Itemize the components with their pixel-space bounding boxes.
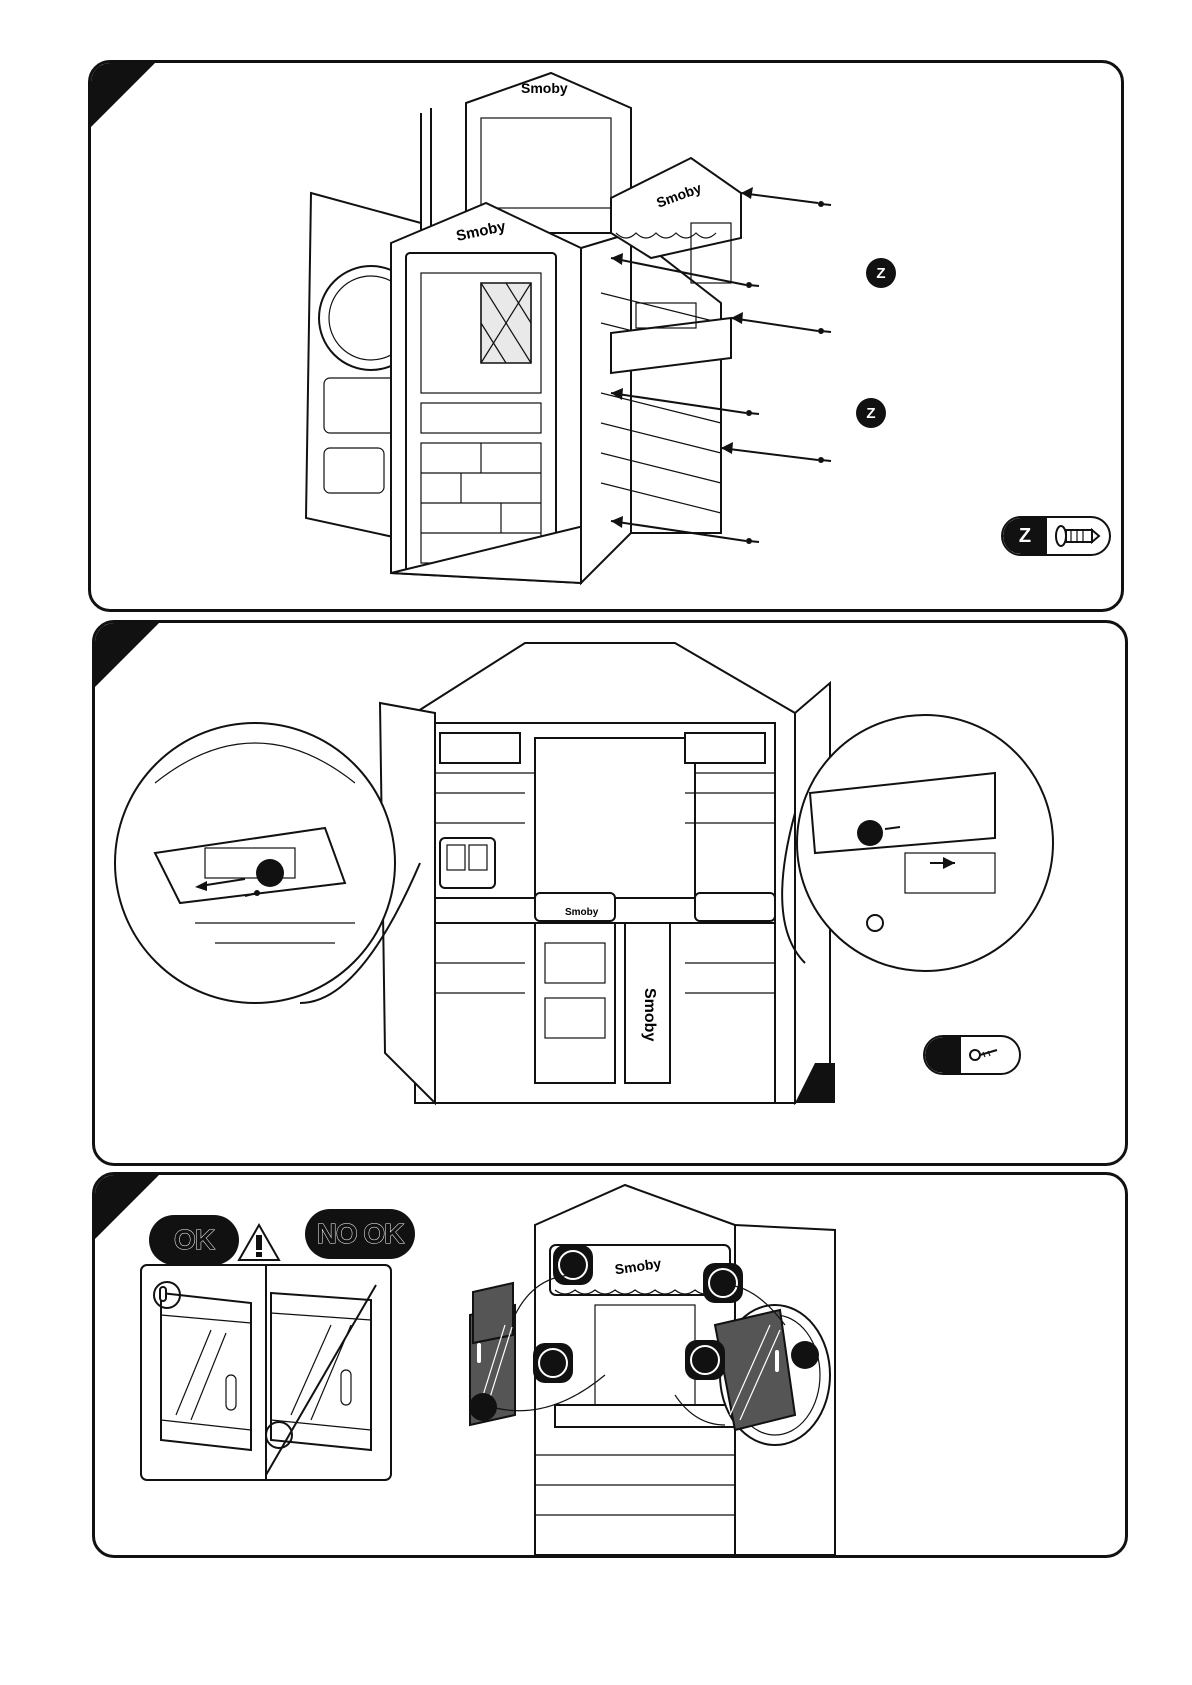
screw-type-callout-2: Z	[856, 398, 886, 428]
screw-type-callout-1: Z	[866, 258, 896, 288]
step-3-panel: OK NO OK	[92, 1172, 1128, 1558]
screw-type-badge: Z	[1001, 516, 1111, 556]
playhouse-front: Smoby Smoby	[415, 643, 795, 1103]
step-1-panel: Smoby Smoby	[88, 60, 1124, 612]
ok-comparison-box	[141, 1225, 401, 1485]
screw-icon	[746, 201, 831, 544]
screw-icon	[967, 1040, 1007, 1070]
svg-text:Smoby: Smoby	[565, 907, 599, 918]
front-wall: Smoby	[391, 203, 596, 583]
playhouse-side: Smoby	[535, 1185, 835, 1555]
door-panel-ok	[154, 1282, 251, 1450]
step-2-illustration: Smoby Smoby	[95, 623, 1125, 1163]
screw-type-badge	[923, 1035, 1021, 1075]
step-3-illustration: Smoby	[455, 1175, 1055, 1555]
warning-icon	[239, 1225, 279, 1260]
screw-type-badge-letter: Z	[1003, 518, 1047, 554]
screw-type-badge-letter	[925, 1037, 961, 1073]
screw-icon	[1053, 521, 1103, 551]
svg-text:Smoby: Smoby	[641, 988, 658, 1041]
step-2-panel: Smoby Smoby	[92, 620, 1128, 1166]
zoom-circle-left	[115, 723, 420, 1003]
step-1-illustration: Smoby Smoby	[91, 63, 1121, 609]
svg-text:Smoby: Smoby	[521, 80, 568, 96]
